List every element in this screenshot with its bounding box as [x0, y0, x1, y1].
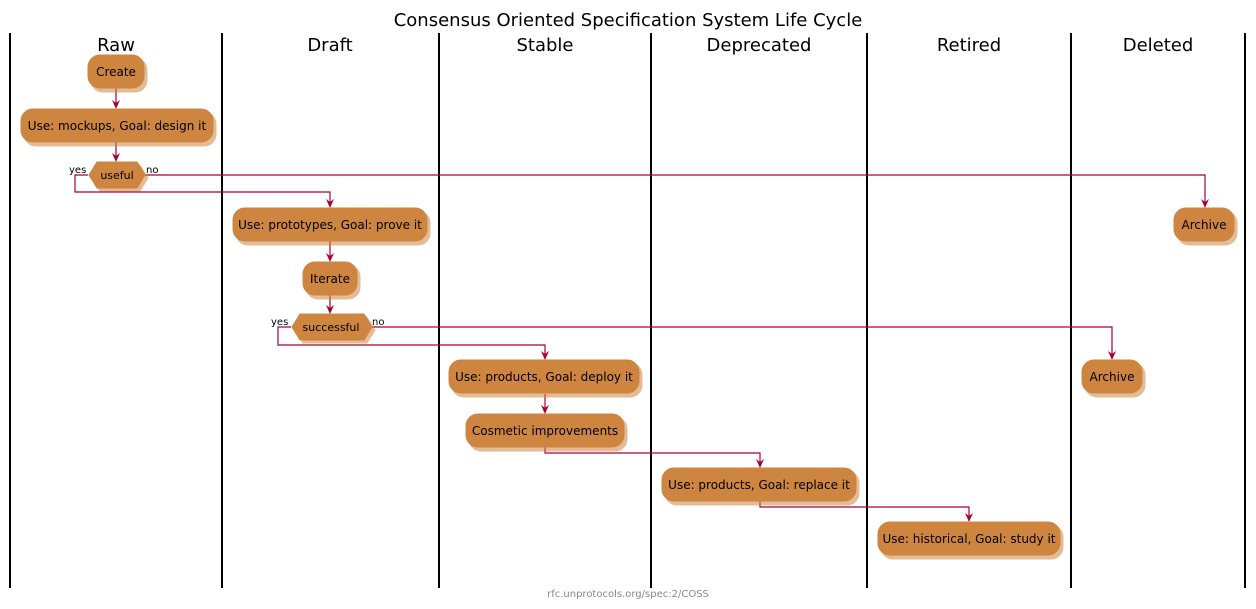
- lane-separators: [9, 33, 1246, 588]
- node-stable-use: Use: products, Goal: deploy it: [448, 359, 643, 398]
- lane-header-deprecated: Deprecated: [707, 35, 812, 56]
- arrowhead: [112, 153, 120, 162]
- node-cosmetic-improvements: Cosmetic improvements: [465, 413, 628, 452]
- lane-header-draft: Draft: [307, 35, 352, 56]
- node-deprecated-use: Use: products, Goal: replace it: [661, 467, 860, 506]
- edge-successful-yes-to-stable: [277, 326, 546, 357]
- lane-header-deleted: Deleted: [1123, 35, 1194, 56]
- node-archive-deleted: Archive: [1173, 207, 1238, 246]
- decision-successful-no: no: [372, 317, 384, 328]
- decision-useful-yes: yes: [69, 165, 86, 176]
- arrowhead: [541, 405, 549, 414]
- node-iterate-label: Iterate: [310, 272, 350, 286]
- arrowhead: [965, 513, 973, 522]
- arrowhead: [1201, 199, 1209, 208]
- arrowhead: [326, 199, 334, 208]
- edge-useful-no-to-archive: [145, 174, 1206, 205]
- decision-useful-label: useful: [100, 169, 133, 182]
- node-draft-use-label: Use: prototypes, Goal: prove it: [238, 218, 422, 232]
- node-iterate: Iterate: [302, 261, 361, 300]
- lane-header-raw: Raw: [97, 35, 135, 56]
- arrowhead: [1108, 351, 1116, 360]
- node-draft-use: Use: prototypes, Goal: prove it: [232, 207, 431, 246]
- decision-successful: successful: [291, 313, 376, 344]
- node-create: Create: [87, 54, 148, 93]
- node-stable-use-label: Use: products, Goal: deploy it: [455, 370, 633, 384]
- footer-text: rfc.unprotocols.org/spec:2/COSS: [547, 589, 709, 600]
- arrowhead: [326, 253, 334, 262]
- arrowhead: [756, 459, 764, 468]
- lane-header-stable: Stable: [516, 35, 573, 56]
- edge-successful-no-to-archive: [371, 326, 1113, 357]
- node-retired-use: Use: historical, Goal: study it: [877, 521, 1064, 560]
- node-archive-retired: Archive: [1081, 359, 1146, 398]
- edges: [74, 88, 1209, 522]
- arrowhead: [326, 305, 334, 314]
- arrowhead: [112, 100, 120, 109]
- node-archive-2-label: Archive: [1090, 370, 1135, 384]
- lane-header-retired: Retired: [937, 35, 1001, 56]
- node-deprecated-use-label: Use: products, Goal: replace it: [668, 478, 850, 492]
- decision-successful-label: successful: [303, 321, 360, 334]
- decision-useful: useful: [88, 161, 149, 192]
- node-cosmetic-label: Cosmetic improvements: [472, 424, 618, 438]
- node-create-label: Create: [96, 65, 136, 79]
- node-raw-use: Use: mockups, Goal: design it: [20, 108, 217, 147]
- node-archive-1-label: Archive: [1182, 218, 1227, 232]
- arrowhead: [541, 351, 549, 360]
- edge-useful-yes-to-draft: [74, 174, 331, 205]
- node-raw-use-label: Use: mockups, Goal: design it: [28, 119, 207, 133]
- decision-successful-yes: yes: [271, 317, 288, 328]
- decision-useful-no: no: [146, 165, 158, 176]
- node-retired-use-label: Use: historical, Goal: study it: [882, 532, 1055, 546]
- diagram-title: Consensus Oriented Specification System …: [394, 10, 863, 31]
